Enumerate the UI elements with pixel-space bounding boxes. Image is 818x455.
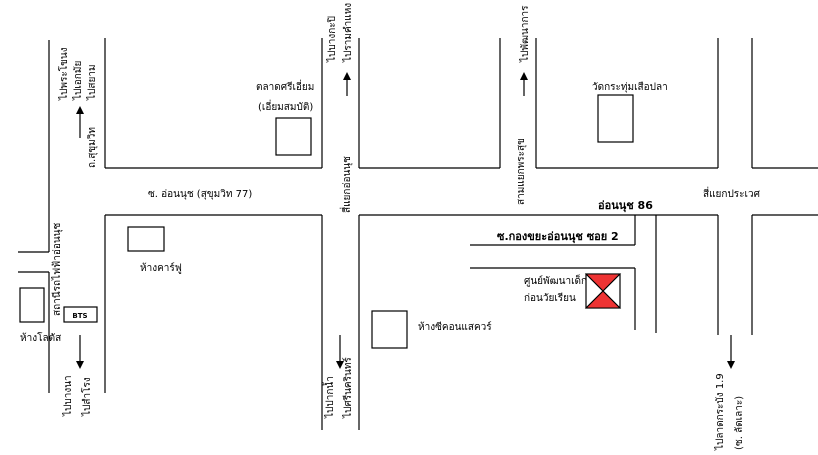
soi-khlong-label: ซ.กองขยะอ่อนนุช ซอย 2 (497, 230, 619, 244)
sukhumvit-road-label: ถ.สุขุมวิท (87, 127, 98, 168)
direction-arrows (76, 72, 735, 369)
to-ramkhamhaeng-label: ไปรามคำแหง (342, 3, 354, 63)
iam-sombat-label: (เอี่ยมสมบัติ) (258, 99, 313, 113)
bts-station-label: สถานีรถไฟฟ้าอ่อนนุช (51, 222, 63, 316)
center-label-line1: ศูนย์พัฒนาเด็ก (524, 273, 587, 287)
arrow-down-icon (336, 335, 344, 369)
to-lat-krabang-label: ไปลาดกระบัง 1.9 (714, 373, 726, 451)
wat-krathum-building (597, 94, 634, 143)
carrefour-building (127, 226, 165, 252)
soi-on-nut-label: ซ. อ่อนนุช (สุขุมวิท 77) (148, 189, 252, 200)
to-srinakharin-label: ไปศรีนครินทร์ (342, 357, 354, 419)
to-bang-na-label: ไปบางนา (62, 375, 74, 417)
bts-label: BTS (72, 312, 87, 320)
child-center-marker (584, 273, 622, 309)
si-yaek-prawet-label: สี่แยกประเวศ (703, 186, 761, 200)
arrow-down-icon (727, 335, 735, 369)
arrow-down-icon (76, 335, 84, 369)
talad-si-iam-building (275, 117, 312, 156)
to-samrong-label: ไปสำโรง (80, 377, 93, 417)
on-nut-86-label: อ่อนนุช 86 (598, 199, 653, 213)
si-yaek-on-nut-label: สี่แยกอ่อนนุช (339, 156, 353, 213)
big-c-label: ห้างซีคอนแสควร์ (418, 321, 492, 333)
lat-krabang-detail-label: (ซ. ลัดเลาะ) (734, 396, 745, 450)
to-phatthanakan-label: ไปพัฒนาการ (519, 5, 531, 63)
to-sanam-label: ไปสยาม (86, 64, 98, 101)
to-pak-nam-label: ไปปากน้ำ (322, 376, 336, 419)
talad-si-iam-label: ตลาดศรีเอี่ยม (256, 79, 314, 93)
bts-station-box (63, 306, 98, 323)
carrefour-label: ห้างคาร์ฟู (140, 262, 182, 274)
to-bang-kapi-label: ไปบางกะปิ (326, 16, 338, 63)
big-c-building (371, 310, 408, 349)
arrow-up-icon (76, 106, 84, 138)
lotus-label: ห้างโลตัส (20, 331, 61, 344)
arrow-up-icon (343, 72, 351, 96)
to-ekkamai-label: ไปเอกมัย (72, 61, 84, 101)
sam-yaek-label: สามแยกพระสุข (516, 138, 527, 205)
lotus-building (19, 287, 45, 323)
wat-krathum-label: วัดกระทุ่มเสือปลา (592, 81, 668, 93)
roads (18, 38, 818, 430)
center-label-line2: ก่อนวัยเรียน (524, 292, 576, 304)
arrow-up-icon (520, 72, 528, 96)
to-phra-khanong-label: ไปพระโขนง (57, 47, 70, 101)
